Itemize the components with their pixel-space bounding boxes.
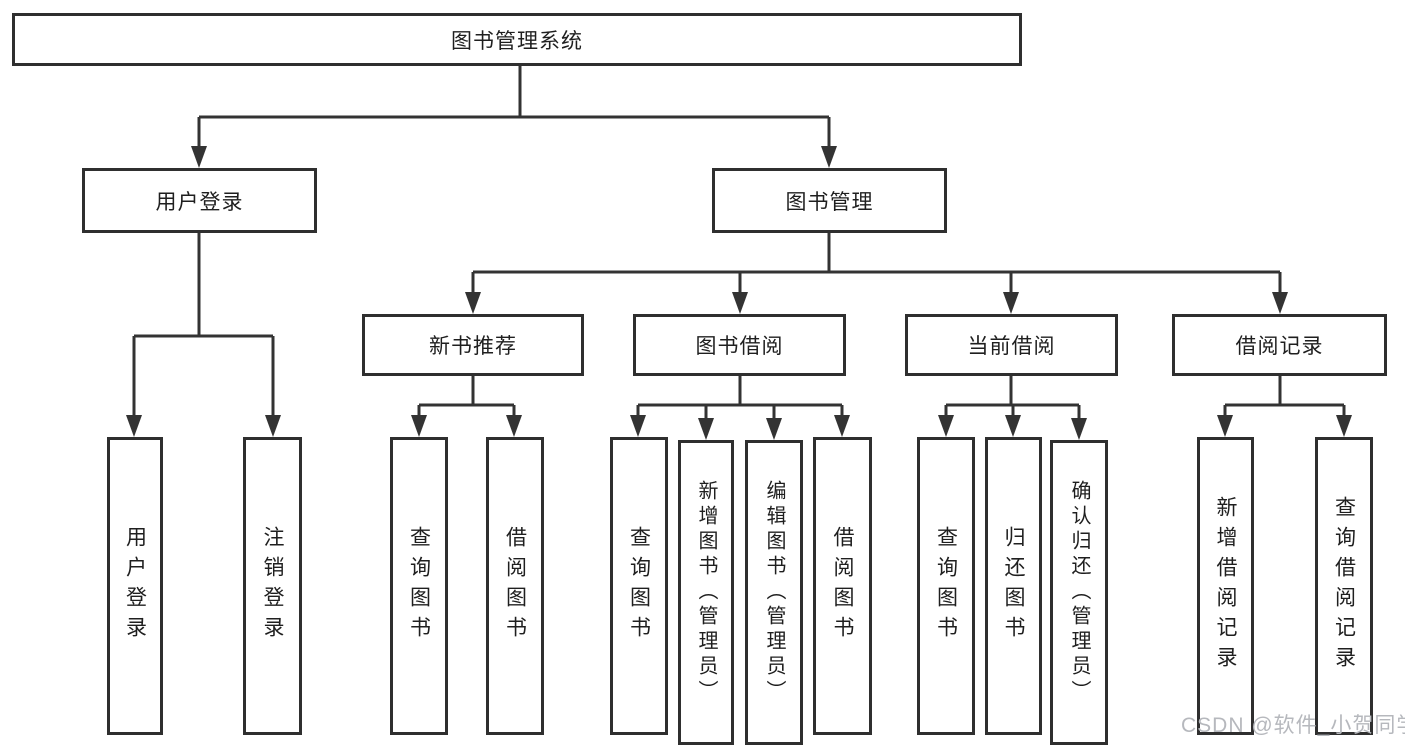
leaf-query-books-current: 查询图书 — [917, 437, 975, 735]
leaf-confirm-return-admin-label: 确认归还（管理员） — [1068, 480, 1090, 705]
leaf-query-borrow-record: 查询借阅记录 — [1315, 437, 1373, 735]
leaf-edit-book-admin-label: 编辑图书（管理员） — [763, 480, 785, 705]
watermark: CSDN @软件_小贺同学 — [1181, 714, 1405, 737]
leaf-add-book-admin: 新增图书（管理员） — [678, 440, 734, 745]
node-user-login: 用户登录 — [82, 168, 317, 233]
node-new-books: 新书推荐 — [362, 314, 584, 376]
leaf-add-book-admin-label: 新增图书（管理员） — [695, 480, 717, 705]
leaf-borrow-books-newbooks: 借阅图书 — [486, 437, 544, 735]
leaf-query-books-borrow-label: 查询图书 — [627, 526, 651, 646]
leaf-query-books-newbooks-label: 查询图书 — [407, 526, 431, 646]
leaf-user-login: 用户登录 — [107, 437, 163, 735]
leaf-confirm-return-admin: 确认归还（管理员） — [1050, 440, 1108, 745]
node-current-borrow-label: 当前借阅 — [967, 335, 1056, 358]
leaf-borrow-books-borrow: 借阅图书 — [813, 437, 872, 735]
node-book-borrow: 图书借阅 — [633, 314, 846, 376]
leaf-query-borrow-record-label: 查询借阅记录 — [1332, 496, 1356, 676]
leaf-user-login-label: 用户登录 — [123, 526, 147, 646]
node-borrow-records-label: 借阅记录 — [1235, 335, 1324, 358]
leaf-borrow-books-newbooks-label: 借阅图书 — [503, 526, 527, 646]
arrowheads — [126, 146, 1352, 440]
node-new-books-label: 新书推荐 — [429, 335, 517, 358]
leaf-query-books-newbooks: 查询图书 — [390, 437, 448, 735]
node-user-login-label: 用户登录 — [155, 190, 244, 214]
node-book-borrow-label: 图书借阅 — [695, 335, 784, 358]
node-root-label: 图书管理系统 — [451, 29, 583, 53]
leaf-logout: 注销登录 — [243, 437, 302, 735]
leaf-logout-label: 注销登录 — [261, 526, 284, 646]
node-borrow-records: 借阅记录 — [1172, 314, 1387, 376]
node-book-mgmt-label: 图书管理 — [785, 190, 874, 214]
leaf-borrow-books-borrow-label: 借阅图书 — [831, 526, 854, 646]
leaf-return-book-label: 归还图书 — [1002, 526, 1025, 646]
node-book-mgmt: 图书管理 — [712, 168, 947, 233]
leaf-add-borrow-record-label: 新增借阅记录 — [1214, 496, 1237, 676]
node-root: 图书管理系统 — [12, 13, 1022, 66]
leaf-query-books-borrow: 查询图书 — [610, 437, 668, 735]
leaf-query-books-current-label: 查询图书 — [934, 526, 958, 646]
node-current-borrow: 当前借阅 — [905, 314, 1118, 376]
leaf-return-book: 归还图书 — [985, 437, 1042, 735]
leaf-edit-book-admin: 编辑图书（管理员） — [745, 440, 803, 745]
leaf-add-borrow-record: 新增借阅记录 — [1197, 437, 1254, 735]
